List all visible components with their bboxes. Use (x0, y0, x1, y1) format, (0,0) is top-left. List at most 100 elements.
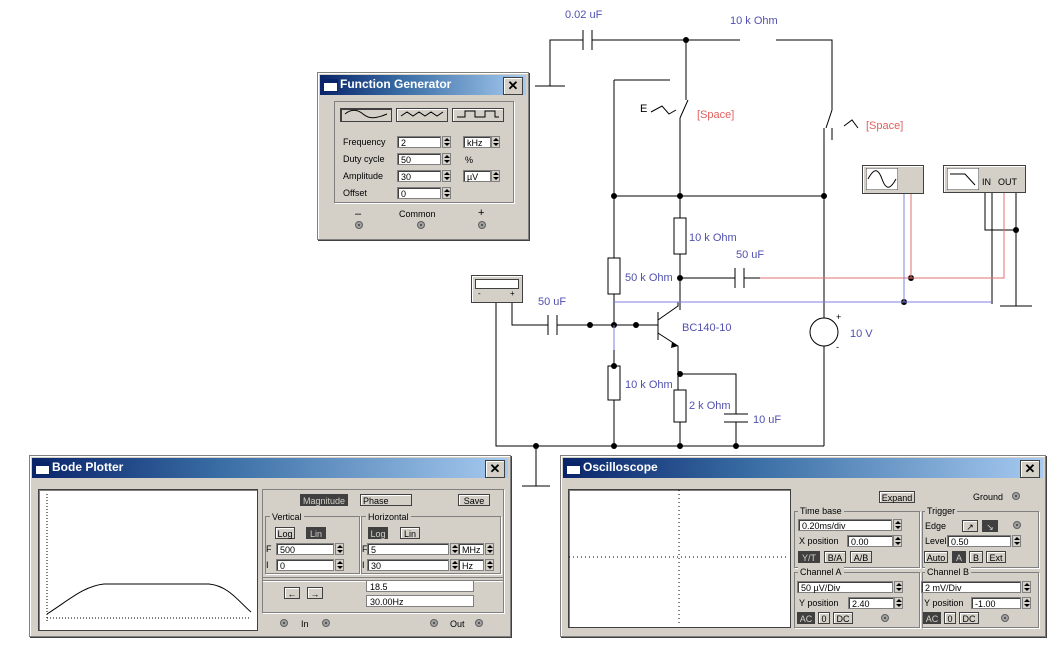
vertical-lin-button[interactable]: Lin (306, 527, 326, 539)
channel-b-ypos-input[interactable]: -1.00 (971, 597, 1021, 609)
frequency-unit-select[interactable]: kHz (463, 136, 491, 148)
ba-button[interactable]: B/A (824, 551, 846, 563)
trigger-terminal[interactable] (1013, 521, 1021, 529)
x-position-input[interactable]: 0.00 (847, 535, 893, 547)
close-button[interactable]: ✕ (485, 460, 505, 478)
x-position-spinner[interactable] (893, 535, 902, 547)
channel-b-scale-input[interactable]: 2 mV/Div (921, 581, 1021, 593)
offset-input[interactable]: 0 (397, 187, 441, 199)
close-button[interactable]: ✕ (503, 77, 523, 95)
channel-a-ypos-input[interactable]: 2.40 (848, 597, 894, 609)
vertical-i-spinner[interactable] (335, 559, 344, 571)
oscilloscope-window[interactable]: Oscilloscope ✕ Expand Ground Time base 0… (560, 455, 1046, 637)
function-generator-titlebar[interactable]: Function Generator ✕ (320, 75, 526, 95)
bode-plotter-titlebar[interactable]: Bode Plotter ✕ (32, 458, 508, 478)
vertical-i-input[interactable]: 0 (276, 559, 334, 571)
phase-button[interactable]: Phase (360, 494, 412, 506)
oscilloscope-display[interactable] (568, 489, 791, 628)
horizontal-f-unit[interactable]: MHz (458, 543, 484, 555)
common-terminal[interactable] (417, 221, 425, 229)
channel-b-terminal[interactable] (1001, 614, 1009, 622)
readout-value: 18.5 (366, 580, 474, 592)
readout-frequency: 30.00Hz (366, 595, 474, 607)
square-wave-icon (457, 110, 499, 118)
vertical-log-button[interactable]: Log (275, 527, 295, 539)
bode-plotter-window[interactable]: Bode Plotter ✕ Magnitude Phase Save Vert… (29, 455, 511, 637)
channel-b-scale-spinner[interactable] (1022, 581, 1031, 593)
cursor-right-button[interactable]: → (307, 587, 323, 599)
time-base-input[interactable]: 0.20ms/div (798, 519, 892, 531)
horizontal-log-button[interactable]: Log (368, 527, 388, 539)
label-r-bias-bottom: 10 k Ohm (625, 379, 673, 391)
magnitude-button[interactable]: Magnitude (300, 494, 348, 506)
trigger-a-button[interactable]: A (952, 551, 966, 563)
expand-button[interactable]: Expand (879, 491, 915, 503)
falling-edge-button[interactable]: ↘ (982, 520, 998, 532)
horizontal-f-input[interactable]: 5 (367, 543, 449, 555)
frequency-spinner[interactable] (442, 136, 451, 148)
window-title: Bode Plotter (52, 460, 124, 474)
out-plus-terminal[interactable] (475, 619, 483, 627)
function-generator-window[interactable]: Function Generator ✕ Frequency 2 kHz Dut… (317, 72, 529, 240)
vertical-f-spinner[interactable] (335, 543, 344, 555)
source-plus: + (836, 312, 842, 322)
vertical-title: Vertical (270, 512, 304, 522)
horizontal-f-label: F (362, 544, 368, 554)
horizontal-i-unit[interactable]: Hz (458, 559, 484, 571)
channel-b-zero-button[interactable]: 0 (944, 612, 956, 624)
trigger-b-button[interactable]: B (969, 551, 983, 563)
offset-spinner[interactable] (442, 187, 451, 199)
in-minus-terminal[interactable] (280, 619, 288, 627)
minus-terminal[interactable] (355, 221, 363, 229)
label-switch-e: E (640, 103, 648, 115)
horizontal-title: Horizontal (366, 512, 411, 522)
channel-b-dc-button[interactable]: DC (959, 612, 979, 624)
cursor-left-button[interactable]: ← (284, 587, 300, 599)
auto-button[interactable]: Auto (924, 551, 948, 563)
trigger-ext-button[interactable]: Ext (986, 551, 1006, 563)
sine-wave-icon (344, 109, 388, 119)
bode-display[interactable] (38, 489, 258, 631)
triangle-wave-button[interactable] (396, 108, 448, 122)
channel-b-ac-button[interactable]: AC (923, 612, 941, 624)
vertical-f-input[interactable]: 500 (276, 543, 334, 555)
horizontal-i-unit-spinner[interactable] (485, 559, 494, 571)
channel-a-ypos-spinner[interactable] (894, 597, 903, 609)
duty-cycle-spinner[interactable] (442, 153, 451, 165)
channel-a-dc-button[interactable]: DC (833, 612, 853, 624)
in-plus-terminal[interactable] (322, 619, 330, 627)
level-input[interactable]: 0.50 (947, 535, 1011, 547)
amplitude-input[interactable]: 30 (397, 170, 441, 182)
channel-a-ac-button[interactable]: AC (797, 612, 815, 624)
frequency-input[interactable]: 2 (397, 136, 441, 148)
amplitude-spinner[interactable] (442, 170, 451, 182)
sine-wave-button[interactable] (340, 108, 392, 122)
horizontal-i-input[interactable]: 30 (367, 559, 449, 571)
frequency-unit-spinner[interactable] (491, 136, 500, 148)
function-generator-icon[interactable]: - + (471, 275, 523, 303)
channel-a-scale-spinner[interactable] (894, 581, 903, 593)
oscilloscope-titlebar[interactable]: Oscilloscope ✕ (563, 458, 1043, 478)
level-spinner[interactable] (1012, 535, 1021, 547)
plus-terminal[interactable] (478, 221, 486, 229)
rising-edge-button[interactable]: ↗ (962, 520, 978, 532)
time-base-spinner[interactable] (893, 519, 902, 531)
amplitude-unit-spinner[interactable] (491, 170, 500, 182)
channel-a-scale-input[interactable]: 50 µV/Div (797, 581, 893, 593)
horizontal-lin-button[interactable]: Lin (400, 527, 420, 539)
yt-button[interactable]: Y/T (798, 551, 820, 563)
channel-a-zero-button[interactable]: 0 (818, 612, 830, 624)
bode-plotter-icon[interactable]: IN OUT (943, 165, 1026, 193)
duty-cycle-input[interactable]: 50 (397, 153, 441, 165)
ground-terminal[interactable] (1012, 492, 1020, 500)
save-button[interactable]: Save (458, 494, 490, 506)
horizontal-f-unit-spinner[interactable] (485, 543, 494, 555)
ab-button[interactable]: A/B (850, 551, 872, 563)
channel-b-ypos-spinner[interactable] (1022, 597, 1031, 609)
channel-a-terminal[interactable] (881, 614, 889, 622)
amplitude-unit-select[interactable]: µV (463, 170, 491, 182)
oscilloscope-icon[interactable] (862, 165, 924, 194)
square-wave-button[interactable] (452, 108, 504, 122)
close-button[interactable]: ✕ (1020, 460, 1040, 478)
out-minus-terminal[interactable] (430, 619, 438, 627)
